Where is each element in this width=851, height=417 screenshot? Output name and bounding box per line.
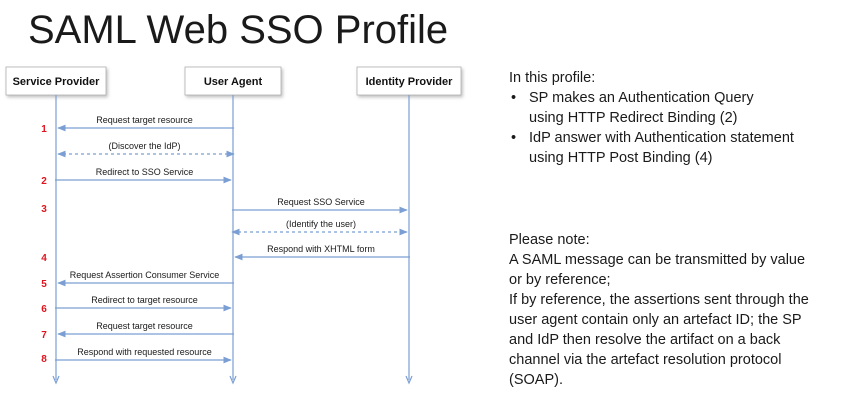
profile-intro: In this profile: — [509, 70, 596, 86]
participant-box-ua — [184, 66, 282, 96]
bullet-item: • IdP answer with Authentication stateme… — [509, 128, 844, 168]
note-line: If by reference, the assertions sent thr… — [509, 292, 809, 308]
note-line: (SOAP). — [509, 372, 563, 388]
bullet-line: SP makes an Authentication Query — [529, 90, 754, 106]
bullet-line: using HTTP Post Binding (4) — [529, 150, 713, 166]
participant-box-sp — [5, 66, 107, 96]
participant-box-idp — [356, 66, 462, 96]
step-number: 3 — [41, 204, 47, 215]
slide-title: SAML Web SSO Profile — [28, 8, 449, 52]
step-number: 1 — [41, 124, 47, 135]
participant-label-sp: Service Provider — [13, 76, 101, 88]
message-label: Redirect to SSO Service — [96, 167, 194, 177]
step-number: 7 — [41, 330, 47, 341]
message-label: (Discover the IdP) — [108, 141, 180, 151]
note-line: or by reference; — [509, 272, 611, 288]
note-line: channel via the artefact resolution prot… — [509, 352, 782, 368]
lifeline-end-arrow-ua — [229, 375, 237, 385]
step-number: 2 — [41, 176, 47, 187]
bullet-icon: • — [511, 130, 517, 146]
note-line: A SAML message can be transmitted by val… — [509, 252, 806, 268]
lifeline-end-arrow-idp — [405, 375, 413, 385]
profile-bullet-list: • SP makes an Authentication Query using… — [509, 88, 844, 168]
message-label: Respond with requested resource — [77, 347, 212, 357]
lifeline-end-arrow-sp — [52, 375, 60, 385]
step-number: 6 — [41, 304, 47, 315]
step-number: 4 — [41, 253, 47, 264]
bullet-line: IdP answer with Authentication statement — [529, 130, 794, 146]
participant-label-idp: Identity Provider — [366, 76, 454, 88]
message-label: Request target resource — [96, 115, 193, 125]
note-line: and IdP then resolve the artifact on a b… — [509, 332, 781, 348]
bullet-icon: • — [511, 90, 517, 106]
message-label: Redirect to target resource — [91, 295, 198, 305]
bullet-line: using HTTP Redirect Binding (2) — [529, 110, 738, 126]
bullet-item: • SP makes an Authentication Query using… — [509, 88, 844, 128]
message-label: Respond with XHTML form — [267, 244, 375, 254]
participant-label-ua: User Agent — [204, 76, 263, 88]
step-number: 5 — [41, 279, 47, 290]
sequence-diagram: Service Provider User Agent Identity Provi… — [5, 66, 462, 385]
message-label: (Identify the user) — [286, 219, 356, 229]
step-number: 8 — [41, 354, 47, 365]
note-line: user agent contain only an artefact ID; … — [509, 312, 802, 328]
side-notes: In this profile: • SP makes an Authentic… — [509, 68, 844, 390]
message-label: Request Assertion Consumer Service — [70, 270, 220, 280]
message-label: Request target resource — [96, 321, 193, 331]
message-label: Request SSO Service — [277, 197, 365, 207]
note-heading: Please note: — [509, 232, 590, 248]
